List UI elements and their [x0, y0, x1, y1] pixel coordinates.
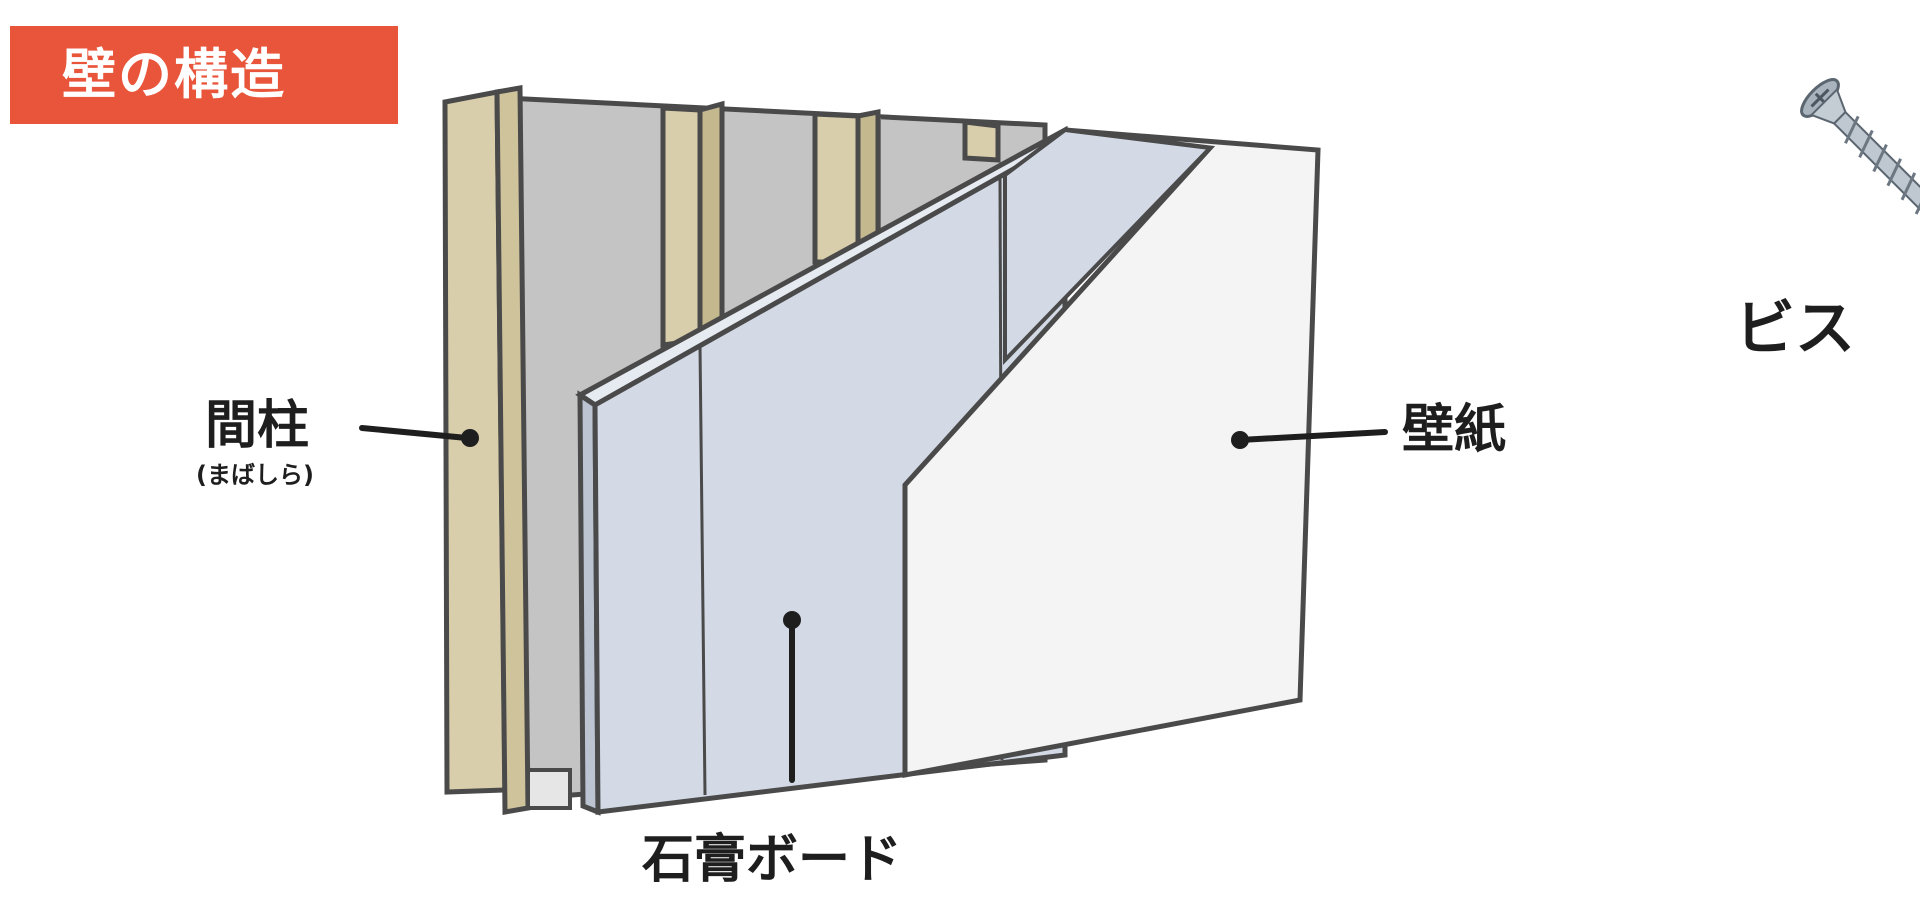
- wallpaper-sheet: [902, 127, 1321, 779]
- label-gypsum-board: 石膏ボード: [642, 830, 903, 890]
- screw-icon: [1800, 78, 1920, 267]
- stud-rear-1: [660, 100, 725, 348]
- label-wallpaper: 壁紙: [1402, 400, 1507, 460]
- diagram-title: 壁の構造: [10, 26, 398, 124]
- leader-gypsum: [783, 611, 801, 783]
- leader-wallpaper: [1231, 429, 1388, 449]
- label-mabashira: 間柱: [205, 396, 310, 456]
- stud-rear-3: [962, 119, 1001, 163]
- label-screw: ビス: [1735, 294, 1855, 364]
- leader-mabashira: [359, 425, 479, 447]
- label-mabashira-reading: (まばしら): [196, 461, 314, 489]
